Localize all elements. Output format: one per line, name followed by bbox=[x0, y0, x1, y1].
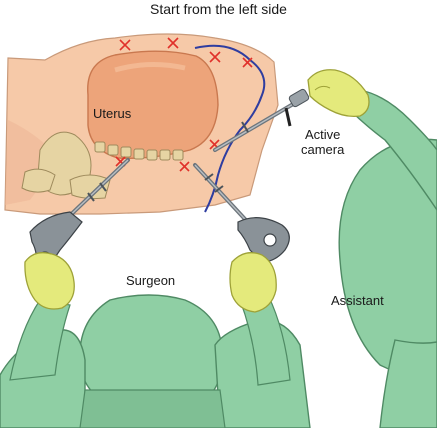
scissors-instrument-icon bbox=[193, 163, 290, 263]
diagram-title: Start from the left side bbox=[150, 1, 287, 17]
uterus-label: Uterus bbox=[93, 106, 132, 121]
pelvis-bones bbox=[21, 131, 184, 200]
surgeon-right-arm bbox=[239, 294, 291, 386]
patient-body-shade bbox=[5, 120, 60, 205]
uterus bbox=[87, 50, 219, 159]
uterus-highlight bbox=[114, 61, 186, 73]
active-camera-label: Active camera bbox=[301, 127, 344, 157]
laparoscope-camera-icon bbox=[213, 88, 310, 152]
surgeon-torso bbox=[79, 389, 226, 428]
assistant-label: Assistant bbox=[331, 293, 384, 308]
surgeon-head bbox=[79, 294, 223, 396]
active-camera-label-line2: camera bbox=[301, 142, 345, 157]
assistant-lower bbox=[379, 339, 437, 428]
surgeon-label: Surgeon bbox=[126, 273, 176, 288]
surgeon-left-glove bbox=[24, 252, 75, 310]
assistant-glove bbox=[307, 69, 370, 118]
active-camera-label-line1: Active bbox=[304, 127, 341, 142]
surgeon-right-glove bbox=[229, 252, 277, 313]
vessel-line bbox=[194, 44, 266, 213]
